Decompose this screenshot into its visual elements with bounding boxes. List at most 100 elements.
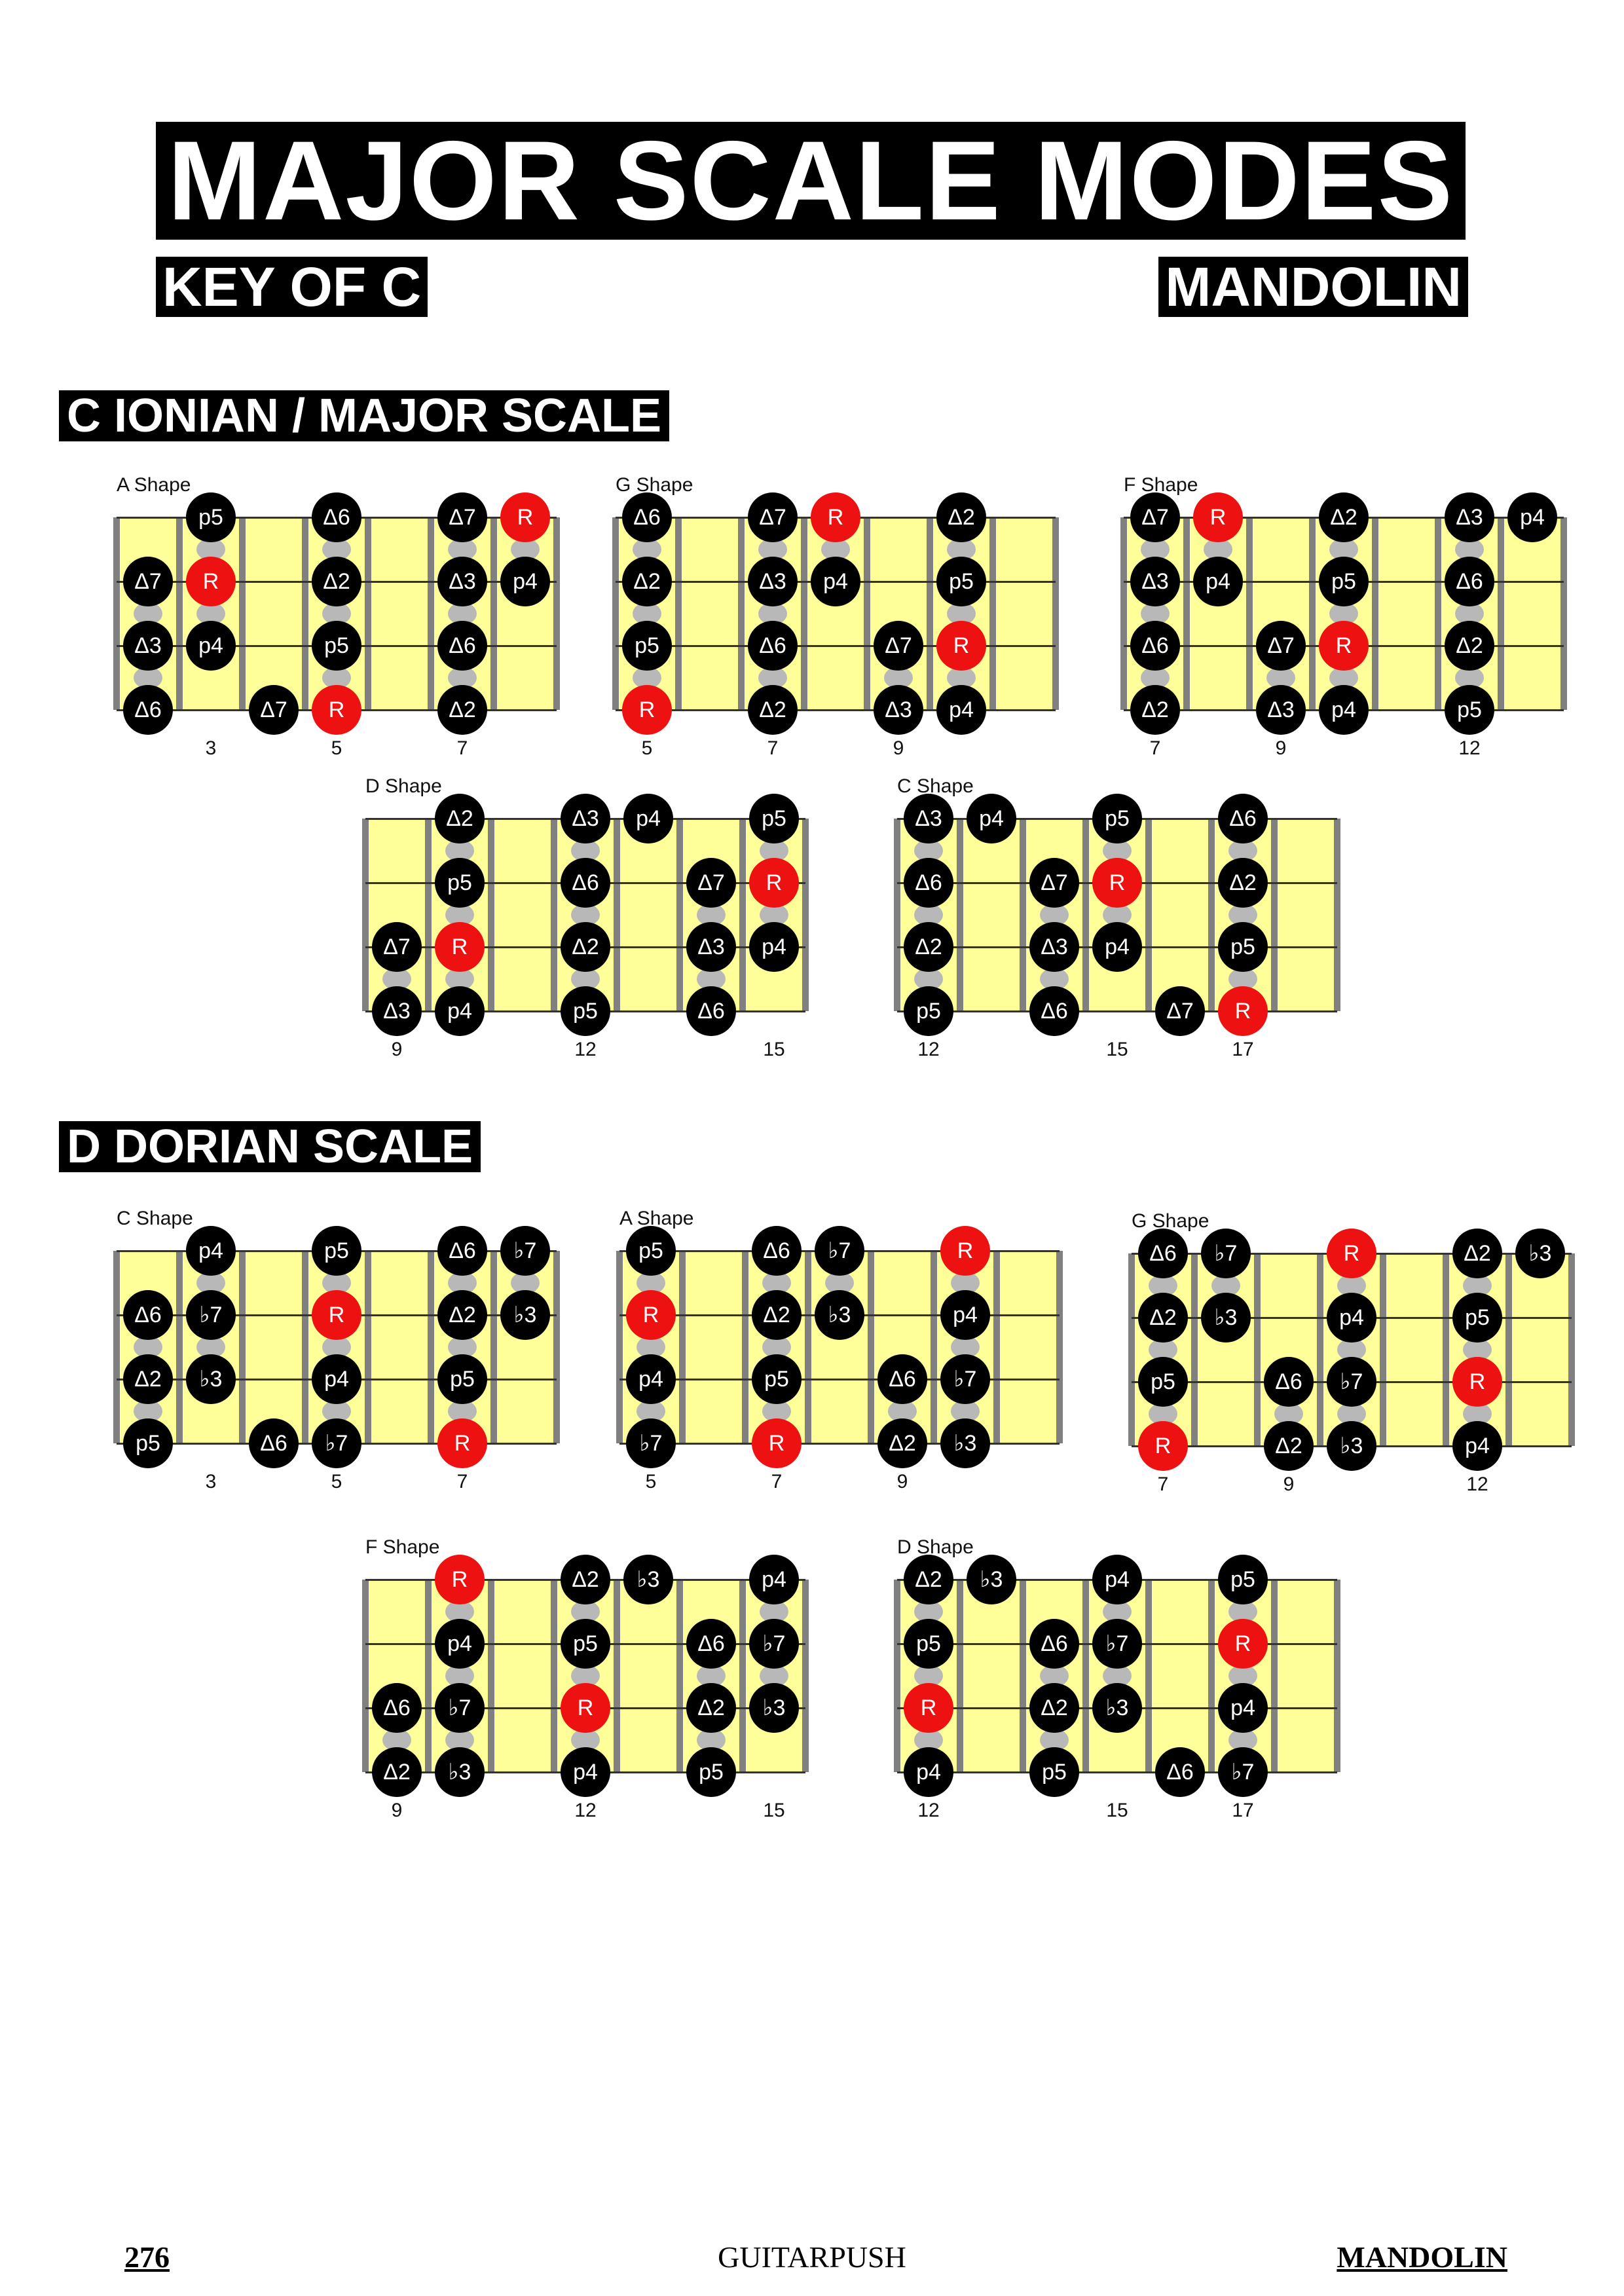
- s0-d4-scale-note: Δ2: [1218, 858, 1268, 908]
- s1-d2-fret-wire: [1443, 1253, 1449, 1446]
- s1-d3-fret-wire: [551, 1580, 557, 1772]
- s0-d0-scale-note: Δ6: [437, 621, 487, 671]
- s1-d1-fret-number: 7: [771, 1471, 783, 1492]
- s0-d4-fret-wire: [894, 819, 900, 1011]
- s0-d4-scale-note: p5: [1218, 922, 1268, 972]
- page-title: MAJOR SCALE MODES: [156, 122, 1466, 240]
- s1-d0-scale-note: ♭7: [500, 1226, 550, 1276]
- s1-d3-scale-note: ♭3: [435, 1747, 485, 1797]
- s1-d2-fret-number: 12: [1466, 1473, 1488, 1495]
- s0-d3-scale-note: p4: [623, 794, 673, 843]
- s1-d2-scale-note: ♭3: [1327, 1421, 1376, 1471]
- s1-d2-fret-wire: [1191, 1253, 1198, 1446]
- instrument-label: MANDOLIN: [1158, 257, 1468, 317]
- s1-d2-scale-note: ♭7: [1201, 1229, 1251, 1278]
- s1-d1-string: [619, 1443, 1060, 1445]
- s0-d3-fret-number: 12: [574, 1039, 597, 1060]
- s0-d4-scale-note: Δ7: [1029, 858, 1079, 908]
- s0-d4-string: [897, 1010, 1337, 1012]
- s1-d1-fret-wire: [805, 1251, 811, 1443]
- s1-d1-scale-note: ♭3: [940, 1418, 990, 1468]
- footer-brand: GUITARPUSH: [718, 2240, 906, 2274]
- s1-d4-scale-note: ♭7: [1218, 1747, 1268, 1797]
- s1-d3-scale-note: Δ6: [372, 1683, 422, 1733]
- s0-d3-fret-wire: [488, 819, 494, 1011]
- s1-d2-scale-note: p5: [1452, 1293, 1502, 1342]
- s1-d2-scale-note: ♭7: [1327, 1357, 1376, 1407]
- s0-d0-scale-note: Δ7: [437, 492, 487, 542]
- s0-d2-shape-label: F Shape: [1124, 474, 1198, 496]
- s1-d4-scale-note: Δ6: [1155, 1747, 1205, 1797]
- s1-d1-scale-note: ♭7: [940, 1354, 990, 1404]
- s1-d2-fret-wire: [1380, 1253, 1386, 1446]
- s0-d0-fret-wire: [113, 517, 120, 710]
- s0-d1-fret-wire: [675, 517, 682, 710]
- s0-d2-root-note: R: [1319, 621, 1369, 671]
- s0-d2-fret-wire: [1560, 517, 1567, 710]
- s0-d0-scale-note: Δ7: [123, 557, 173, 606]
- s1-d1-scale-note: ♭7: [815, 1226, 864, 1276]
- s0-d4-scale-note: p5: [1092, 794, 1142, 843]
- s1-d0-scale-note: p5: [312, 1226, 361, 1276]
- section-title-ionian: C IONIAN / MAJOR SCALE: [59, 390, 670, 441]
- s1-d4-fret-wire: [1082, 1580, 1089, 1772]
- s1-d0-fret-wire: [365, 1251, 371, 1443]
- s0-d2-scale-note: Δ6: [1130, 621, 1180, 671]
- s0-d4-scale-note: p4: [967, 794, 1016, 843]
- s0-d0-scale-note: p5: [312, 621, 361, 671]
- s1-d3-shape-label: F Shape: [365, 1536, 440, 1558]
- s1-d2-fret-wire: [1128, 1253, 1135, 1446]
- s1-d2-scale-note: Δ6: [1138, 1229, 1188, 1278]
- s1-d2-shape-label: G Shape: [1132, 1210, 1209, 1232]
- s1-d0-fret-wire: [239, 1251, 246, 1443]
- s0-d1-fret-wire: [612, 517, 619, 710]
- s1-d3-scale-note: p4: [561, 1747, 610, 1797]
- s0-d4-root-note: R: [1218, 986, 1268, 1036]
- s1-d1-fret-wire: [742, 1251, 748, 1443]
- s0-d4-fret-wire: [957, 819, 963, 1011]
- s1-d0-scale-note: p5: [437, 1354, 487, 1404]
- s0-d0-scale-note: p5: [186, 492, 236, 542]
- s0-d4-root-note: R: [1092, 858, 1142, 908]
- s1-d4-root-note: R: [1218, 1619, 1268, 1669]
- s1-d2-fret-wire: [1568, 1253, 1575, 1446]
- s1-d1-fret-wire: [679, 1251, 686, 1443]
- s1-d1-scale-note: Δ6: [752, 1226, 802, 1276]
- s1-d1-root-note: R: [752, 1418, 802, 1468]
- s1-d4-fret-wire: [894, 1580, 900, 1772]
- s0-d0-scale-note: p4: [186, 621, 236, 671]
- s1-d4-fret-wire: [1208, 1580, 1215, 1772]
- s1-d2-fret-wire: [1505, 1253, 1512, 1446]
- s0-d4-scale-note: Δ2: [904, 922, 953, 972]
- s1-d4-scale-note: ♭7: [1092, 1619, 1142, 1669]
- s0-d3-scale-note: p4: [435, 986, 485, 1036]
- s1-d2-fret-wire: [1317, 1253, 1323, 1446]
- s0-d2-scale-note: Δ3: [1256, 685, 1306, 735]
- s0-d0-scale-note: Δ6: [312, 492, 361, 542]
- s1-d2-fret-wire: [1254, 1253, 1261, 1446]
- s0-d3-scale-note: Δ2: [435, 794, 485, 843]
- s0-d1-fret-wire: [738, 517, 745, 710]
- s1-d2-root-note: R: [1138, 1421, 1188, 1471]
- s0-d2-scale-note: Δ2: [1319, 492, 1369, 542]
- s1-d0-fret-number: 5: [331, 1471, 342, 1492]
- s0-d1-scale-note: Δ7: [748, 492, 798, 542]
- s0-d0-root-note: R: [312, 685, 361, 735]
- s0-d0-fret-wire: [302, 517, 308, 710]
- s1-d4-fret-number: 15: [1106, 1800, 1128, 1821]
- s0-d4-fret-wire: [1334, 819, 1340, 1011]
- s0-d2-fret-wire: [1435, 517, 1441, 710]
- s0-d2-scale-note: Δ7: [1130, 492, 1180, 542]
- s1-d4-scale-note: Δ6: [1029, 1619, 1079, 1669]
- s1-d2-fret-number: 7: [1157, 1473, 1169, 1495]
- s1-d4-scale-note: Δ2: [1029, 1683, 1079, 1733]
- s1-d4-fret-wire: [1271, 1580, 1278, 1772]
- s1-d1-fret-wire: [616, 1251, 623, 1443]
- s1-d4-fret-wire: [1020, 1580, 1026, 1772]
- s0-d1-fret-number: 7: [767, 737, 779, 759]
- s0-d2-scale-note: p5: [1445, 685, 1494, 735]
- s0-d1-root-note: R: [622, 685, 672, 735]
- section-title-dorian: D DORIAN SCALE: [59, 1121, 481, 1172]
- s0-d1-scale-note: Δ6: [622, 492, 672, 542]
- s0-d0-fret-wire: [490, 517, 497, 710]
